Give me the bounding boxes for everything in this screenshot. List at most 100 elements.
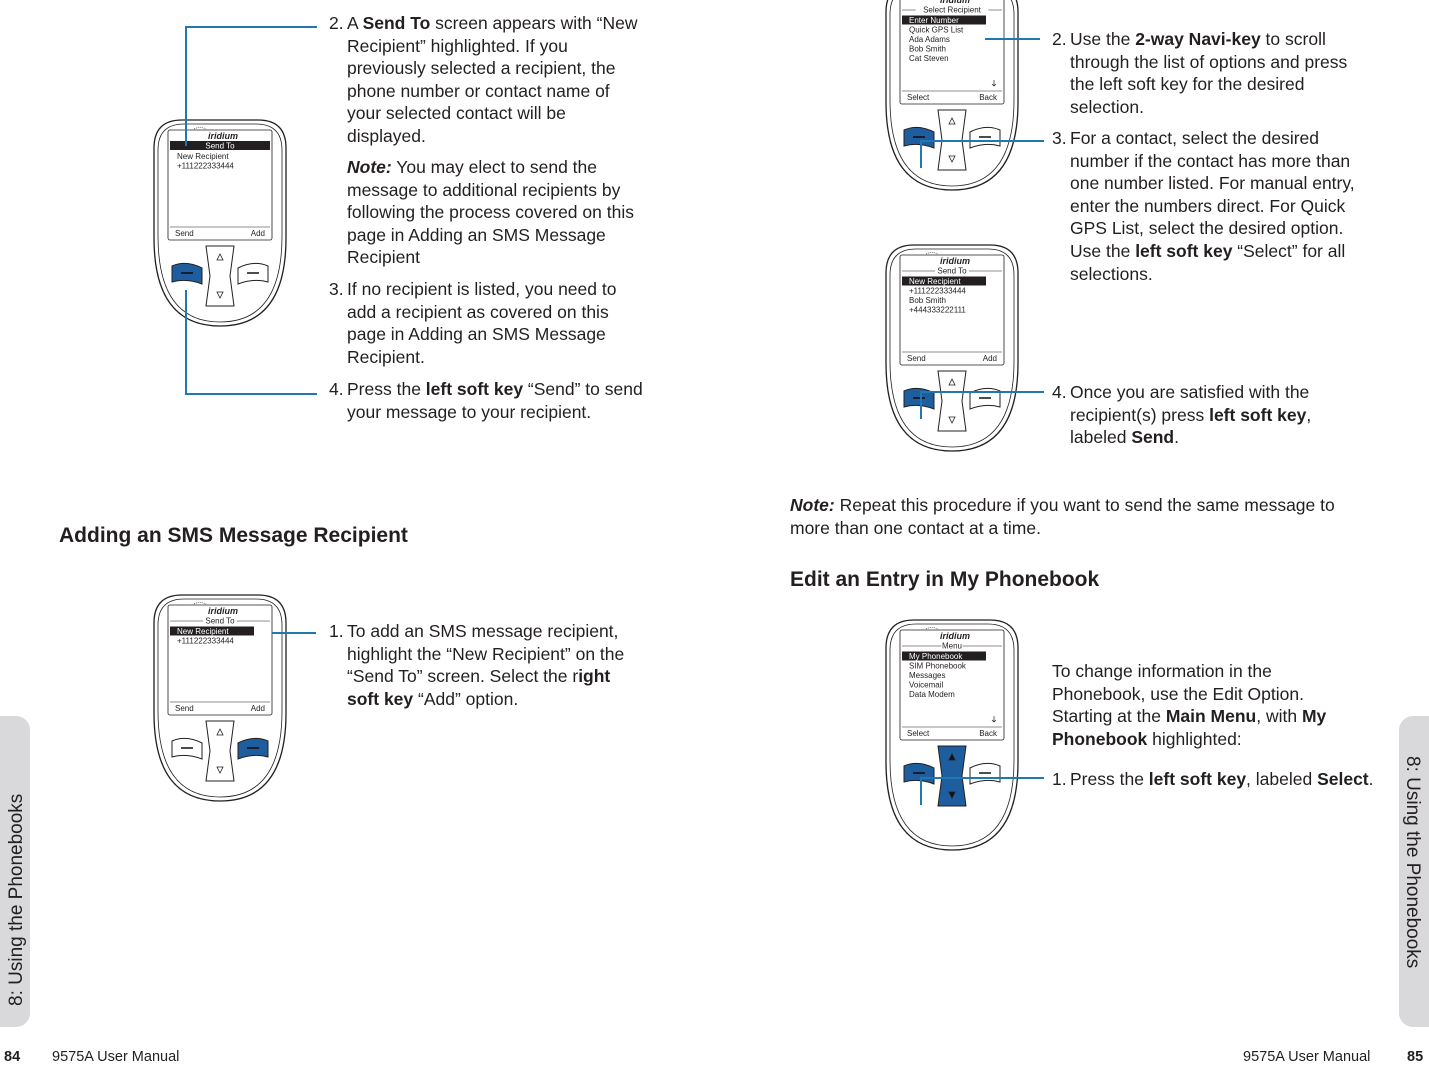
navi-down-icon (216, 291, 224, 299)
navi-up-icon (948, 753, 956, 761)
callout-line (920, 391, 1044, 419)
navi-key (937, 745, 967, 807)
screen-line: Data Modem (909, 690, 955, 699)
screen-line: Cat Steven (909, 54, 949, 63)
screen-line: SIM Phonebook (909, 662, 967, 671)
softkey-left-label: Send (907, 354, 926, 363)
heading-adding-recipient: Adding an SMS Message Recipient (59, 524, 408, 547)
screen-line: Voicemail (909, 681, 943, 690)
screen-line: +111222333444 (177, 637, 234, 646)
screen-line: Ada Adams (909, 35, 950, 44)
logo-swoosh (925, 627, 939, 630)
screen-line: New Recipient (177, 152, 229, 161)
logo-swoosh (193, 602, 207, 605)
list-highlight (902, 651, 986, 661)
footer-right-title: 9575A User Manual (1243, 1049, 1371, 1065)
navi-down-icon (948, 416, 956, 424)
left-tab-label: 8: Using the Phonebooks (6, 793, 27, 1006)
logo-swoosh (925, 252, 939, 255)
softkey-right-label: Back (979, 93, 998, 102)
list-highlight (902, 276, 986, 286)
navi-up-icon (216, 253, 224, 261)
navi-key (205, 720, 235, 782)
right-chapter-tab: 8: Using the Phonebooks (1399, 716, 1429, 1027)
softkey-right-label: Add (251, 229, 265, 238)
iridium-logo: iridium (940, 0, 970, 5)
callout-line (920, 140, 1044, 168)
screen-title: Send To (205, 617, 235, 626)
screen-line: Enter Number (909, 16, 959, 25)
edit-intro-text: To change information in the Phonebook, … (1052, 661, 1327, 749)
screen-line: +444333222111 (909, 306, 966, 315)
screen-line: New Recipient (909, 277, 961, 286)
navi-down-icon (948, 791, 956, 799)
note-additional-recipients: Note: You may elect to send the message … (347, 157, 634, 268)
navi-up-icon (216, 728, 224, 736)
softkey-left-label: Select (907, 729, 930, 738)
phone-screen (899, 0, 1005, 105)
phone-screen (167, 129, 273, 241)
screen-line: +111222333444 (177, 162, 234, 171)
step-4-press-send: 4. Press the left soft key “Send” to sen… (329, 379, 643, 422)
softkey-right-label: Add (251, 704, 265, 713)
title-gap (202, 617, 238, 625)
phone-inner-outline (157, 123, 283, 323)
callout-line (185, 26, 317, 146)
screen-title: Send To (205, 142, 235, 151)
screen-line: Quick GPS List (909, 26, 964, 35)
softkey-left-label: Send (175, 704, 194, 713)
screen-title: Menu (942, 642, 962, 651)
navi-key (205, 245, 235, 307)
list-highlight (902, 15, 986, 25)
step-1-add-recipient: 1. To add an SMS message recipient, high… (329, 621, 625, 709)
iridium-logo: iridium (208, 131, 238, 141)
phone-inner-outline (889, 0, 1015, 187)
navi-up-icon (948, 117, 956, 125)
phone-inner-outline (889, 623, 1015, 847)
title-gap (934, 267, 970, 275)
callout-line (185, 290, 317, 395)
footer-left-page-number: 84 (4, 1049, 21, 1065)
screen-line: +111222333444 (909, 287, 966, 296)
screen-line: Bob Smith (909, 45, 946, 54)
screen-line: My Phonebook (909, 652, 963, 661)
softkey-right-label: Add (983, 354, 997, 363)
title-gap (941, 642, 963, 650)
title-gap (915, 6, 989, 14)
navi-up-icon (948, 378, 956, 386)
scroll-arrow-icon (991, 80, 997, 87)
step-4-press-send: 4. Once you are satisfied with the recip… (1052, 382, 1312, 448)
step-3-select-number: 3. For a contact, select the desired num… (1052, 128, 1355, 284)
navi-down-icon (216, 766, 224, 774)
phone-inner-outline (157, 598, 283, 798)
left-chapter-tab: 8: Using the Phonebooks (0, 716, 30, 1027)
right-tab-label: 8: Using the Phonebooks (1402, 756, 1423, 969)
footer-left-title: 9575A User Manual (52, 1049, 180, 1065)
logo-swoosh (193, 127, 207, 130)
navi-down-icon (948, 155, 956, 163)
callout-line (272, 632, 316, 634)
step-2-send-to: 2. A Send To screen appears with “New Re… (329, 13, 638, 146)
softkey-left-label: Send (175, 229, 194, 238)
screen-title: Send To (937, 267, 967, 276)
heading-edit-entry: Edit an Entry in My Phonebook (790, 568, 1100, 591)
softkey-left-label: Select (907, 93, 930, 102)
scroll-arrow-icon (991, 716, 997, 723)
softkey-right-label: Back (979, 729, 998, 738)
screen-line: New Recipient (177, 627, 229, 636)
